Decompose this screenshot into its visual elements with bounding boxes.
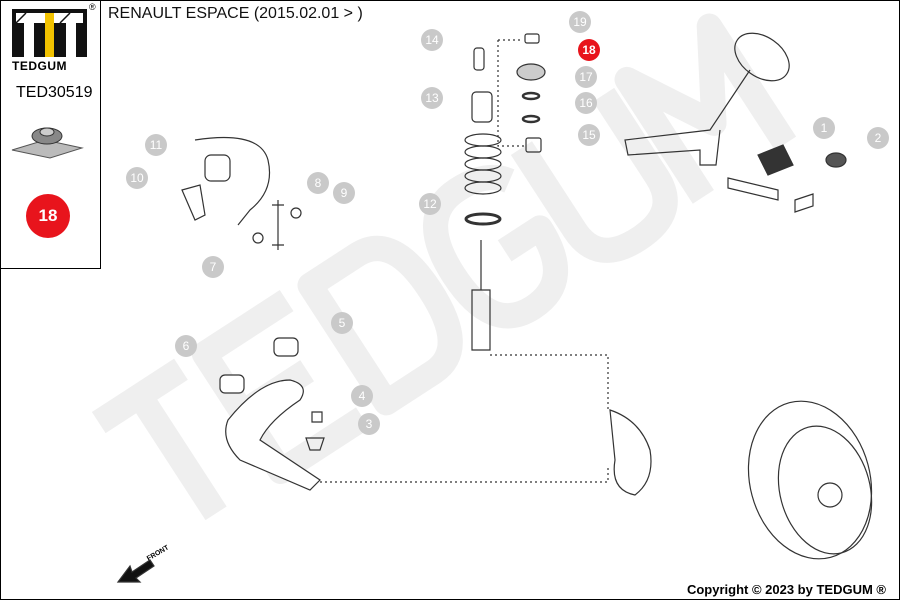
- spring: [464, 133, 502, 195]
- bump-stop: [471, 91, 493, 123]
- callout-3[interactable]: 3: [358, 413, 380, 435]
- steering-wheel: [734, 32, 790, 82]
- vehicle-title: RENAULT ESPACE (2015.02.01 > ): [108, 5, 363, 22]
- spring-seat: [464, 212, 502, 226]
- shock-absorber: [471, 240, 491, 351]
- steering-column: [624, 69, 751, 166]
- callout-17[interactable]: 17: [575, 66, 597, 88]
- callout-9[interactable]: 9: [333, 182, 355, 204]
- dashed-guide: [490, 354, 609, 412]
- callout-4[interactable]: 4: [351, 385, 373, 407]
- callout-5[interactable]: 5: [331, 312, 353, 334]
- highlight-badge: 18: [26, 194, 70, 238]
- product-panel: ® TEDGUM TED30519 18: [0, 0, 101, 269]
- stabiliser-bar: [194, 136, 271, 226]
- steering-knuckle: [609, 409, 652, 496]
- wheel: [747, 400, 873, 560]
- callout-12[interactable]: 12: [419, 193, 441, 215]
- brand-name: TEDGUM: [12, 59, 67, 73]
- part-number: TED30519: [16, 84, 93, 101]
- callout-10[interactable]: 10: [126, 167, 148, 189]
- top-mount: [516, 63, 546, 81]
- callout-6[interactable]: 6: [175, 335, 197, 357]
- callout-14[interactable]: 14: [421, 29, 443, 51]
- callout-8[interactable]: 8: [307, 172, 329, 194]
- dust-cap: [473, 47, 485, 71]
- callout-19[interactable]: 19: [569, 11, 591, 33]
- callout-2[interactable]: 2: [867, 127, 889, 149]
- callout-11[interactable]: 11: [145, 134, 167, 156]
- registered-mark: ®: [89, 2, 96, 12]
- link-rod: [272, 200, 284, 250]
- top-mount-thumbnail: [11, 127, 84, 159]
- callout-13[interactable]: 13: [421, 87, 443, 109]
- tedgum-logo: [12, 9, 87, 57]
- copyright: Copyright © 2023 by TEDGUM ®: [686, 582, 886, 597]
- callout-15[interactable]: 15: [578, 124, 600, 146]
- control-arm: [225, 379, 321, 491]
- front-arrow-icon: [116, 559, 155, 583]
- callout-18-highlighted[interactable]: 18: [578, 39, 600, 61]
- steering-boot: [757, 144, 794, 176]
- callout-1[interactable]: 1: [813, 117, 835, 139]
- callout-16[interactable]: 16: [575, 92, 597, 114]
- callout-7[interactable]: 7: [202, 256, 224, 278]
